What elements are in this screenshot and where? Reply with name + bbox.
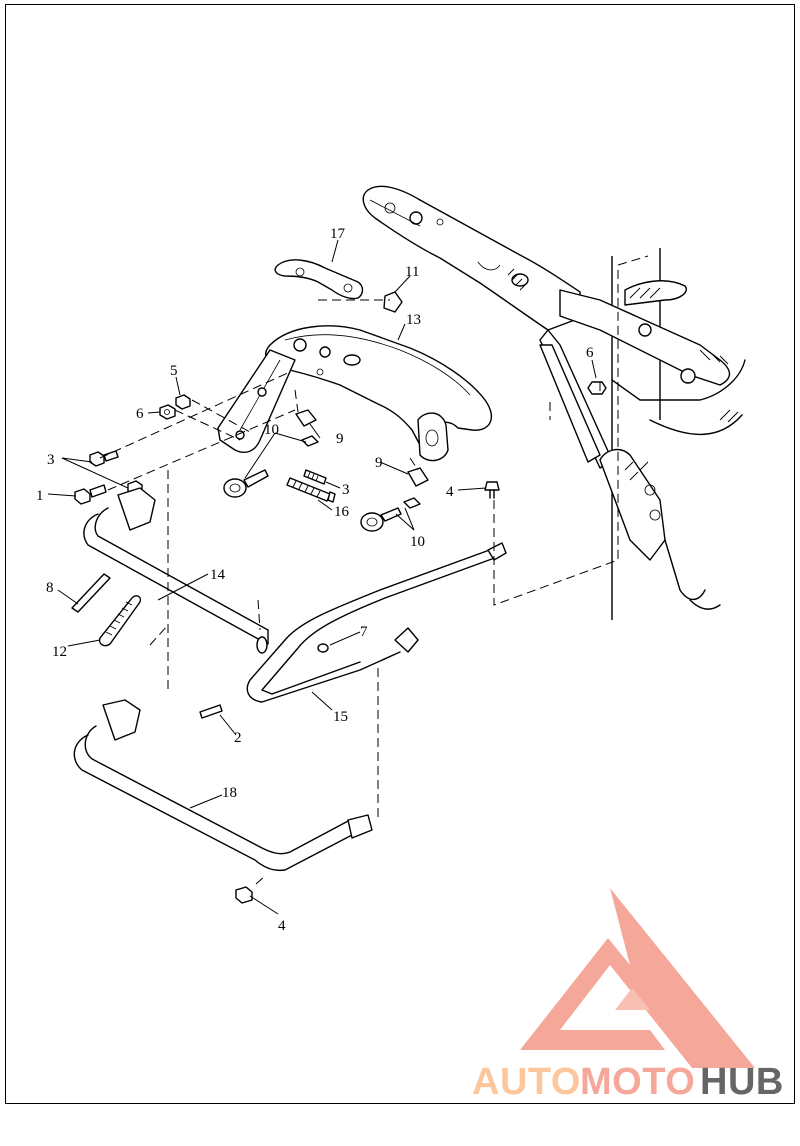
callout-9-upper: 9	[336, 431, 344, 447]
part-3-bolt-left	[89, 450, 119, 467]
part-15-rail	[199, 542, 507, 719]
part-3-bolt-right	[303, 469, 327, 485]
automotohub-logo: AUTO MOTO HUB	[472, 888, 784, 1103]
callout-11: 11	[405, 264, 419, 280]
callout-4-upper: 4	[446, 484, 454, 500]
callout-3-left: 3	[47, 452, 55, 468]
callout-16: 16	[334, 504, 350, 520]
callout-7: 7	[360, 624, 368, 640]
callout-15: 15	[333, 709, 348, 725]
part-5-nut	[175, 394, 191, 410]
callout-9-lower: 9	[375, 455, 383, 471]
part-1-bolt	[74, 484, 107, 505]
logo-word-auto: AUTO	[472, 1061, 581, 1103]
part-12-strap	[98, 595, 142, 647]
part-4-bolt-upper	[484, 481, 500, 499]
callout-4-lower: 4	[278, 918, 286, 934]
part-11-clip	[383, 291, 403, 313]
part-8-pin	[71, 573, 111, 613]
callout-1: 1	[36, 488, 44, 504]
callout-17: 17	[330, 226, 346, 242]
part-9-clip-lower	[407, 467, 429, 487]
callout-labels: 1 2 3 3 4 4 5 6 6 7 8 9 9 10 10 11 12 13…	[36, 226, 594, 934]
part-10-dring-lower	[360, 497, 421, 532]
callout-6-left: 6	[136, 406, 144, 422]
callout-3-right: 3	[342, 482, 350, 498]
callout-13: 13	[406, 312, 421, 328]
callout-5: 5	[170, 363, 178, 379]
callout-8: 8	[46, 580, 54, 596]
callout-18: 18	[222, 785, 237, 801]
diagram-frame	[5, 4, 795, 1104]
part-6-washer	[159, 404, 176, 420]
part-10-dring-upper	[223, 435, 319, 498]
part-17-bracket	[274, 259, 364, 300]
motorcycle-frame	[362, 185, 746, 620]
part-16-bolt	[286, 477, 336, 503]
callout-10-upper: 10	[264, 422, 279, 438]
callout-14: 14	[210, 567, 226, 583]
part-13-support	[217, 325, 493, 462]
logo-triangle-icon	[520, 888, 755, 1068]
leader-lines	[47, 239, 597, 915]
assembly-lines	[99, 255, 649, 885]
logo-word-hub: HUB	[700, 1061, 784, 1103]
callout-10-lower: 10	[410, 534, 425, 550]
callout-12: 12	[52, 644, 67, 660]
part-9-clip-upper	[295, 409, 317, 427]
part-14-rail	[83, 487, 269, 654]
callout-2: 2	[234, 730, 242, 746]
logo-word-moto: MOTO	[580, 1061, 695, 1103]
callout-6-right: 6	[586, 345, 594, 361]
logo-triangle-inner-icon	[615, 988, 650, 1010]
part-18-rail	[73, 699, 373, 904]
